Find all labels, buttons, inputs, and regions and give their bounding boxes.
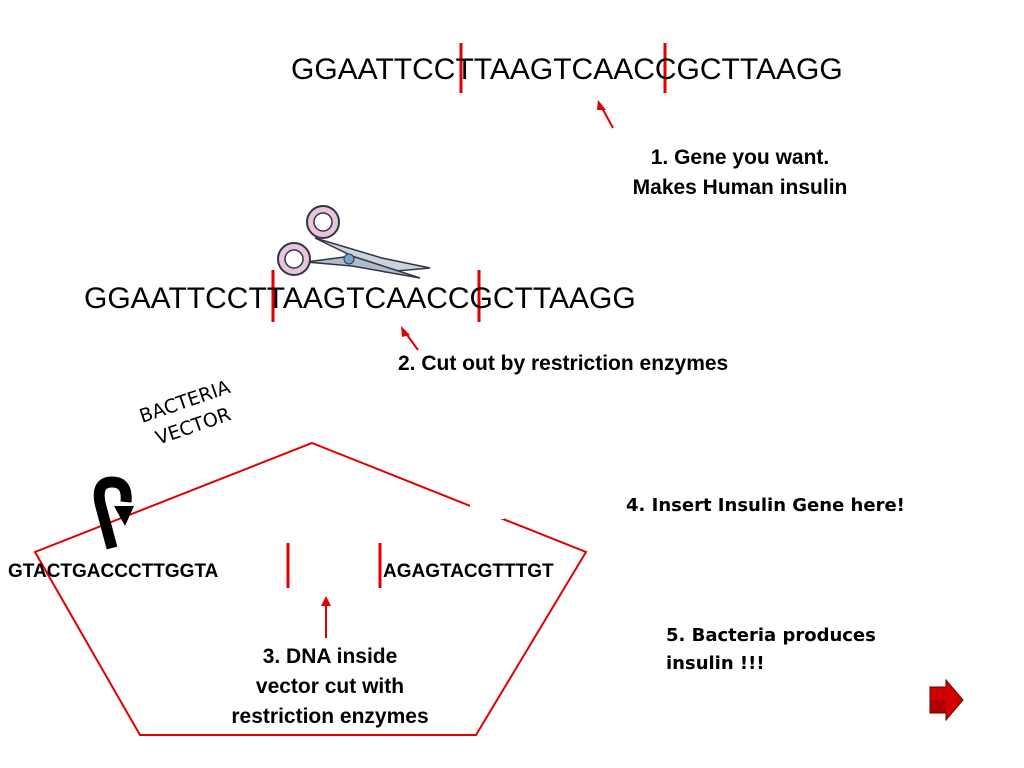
pointer-arrow-step2 — [401, 326, 419, 351]
scissors-icon — [277, 205, 431, 279]
gene-sequence-cut: GGAATTCCTTAAGTCAACCGCTTAAGG — [84, 282, 636, 315]
step3-line1: 3. DNA inside — [262, 645, 398, 668]
step1-line1: 1. Gene you want. — [650, 146, 830, 169]
pointer-arrow-step3 — [321, 596, 331, 638]
step4-caption: 4. Insert Insulin Gene here! — [626, 495, 905, 516]
step3-line2: vector cut with — [255, 675, 405, 698]
pointer-arrow-step1 — [597, 100, 614, 129]
step3-line3: restriction enzymes — [231, 705, 429, 728]
bacteria-vector-pentagon — [33, 441, 588, 736]
step1-line2: Makes Human insulin — [632, 176, 848, 199]
step5-caption: 5. Bacteria produces insulin !!! — [666, 622, 876, 678]
gene-sequence-top: GGAATTCCTTAAGTCAACCGCTTAAGG — [291, 53, 843, 86]
vector-sequence-left: GTACTGACCCTTGGTA — [8, 561, 219, 582]
vector-sequence-right: AGAGTACGTTTGT — [383, 561, 554, 582]
pentagon-gap-right — [470, 505, 504, 519]
step3-caption: 3. DNA inside vector cut with restrictio… — [180, 642, 480, 732]
step5-line1: 5. Bacteria produces — [666, 625, 876, 646]
step1-caption: 1. Gene you want. Makes Human insulin — [590, 143, 890, 203]
next-arrow-icon[interactable] — [929, 678, 964, 722]
step5-line2: insulin !!! — [666, 653, 765, 674]
curved-arrow-icon — [93, 476, 134, 550]
step2-caption: 2. Cut out by restriction enzymes — [398, 352, 729, 375]
